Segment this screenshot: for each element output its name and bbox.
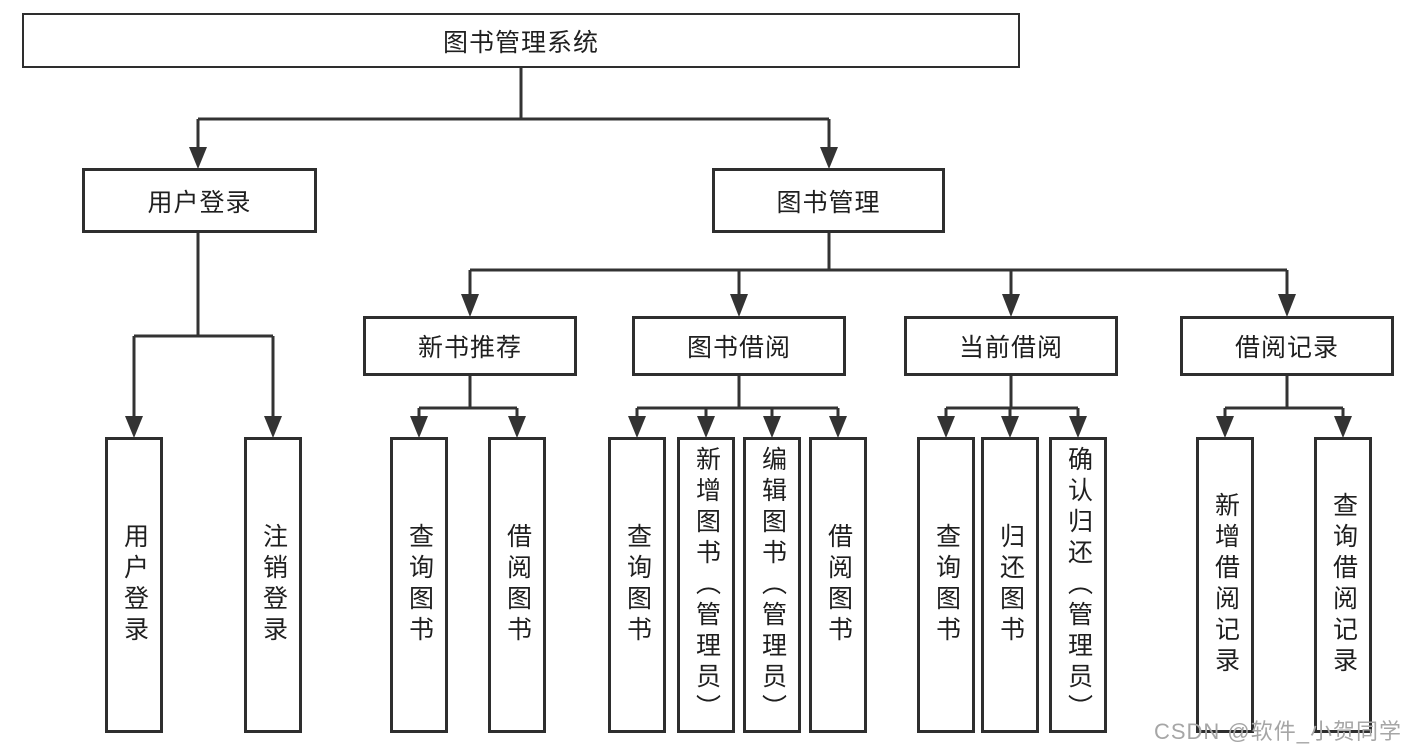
node-label: 归还图书: [996, 523, 1024, 647]
leaf-borrow-books: 借阅图书: [809, 437, 867, 733]
leaf-query-borrow-record: 查询借阅记录: [1314, 437, 1372, 733]
arrow-icon: [189, 147, 207, 169]
node-book-borrowing: 图书借阅: [632, 316, 846, 376]
node-label: 注销登录: [259, 523, 287, 647]
arrow-icon: [1216, 416, 1234, 438]
leaf-user-login: 用户登录: [105, 437, 163, 733]
arrow-icon: [125, 416, 143, 438]
connector-root-to-level2: [196, 68, 831, 149]
arrow-icon: [1278, 294, 1296, 317]
arrow-icon: [264, 416, 282, 438]
node-label: 新书推荐: [417, 334, 522, 362]
arrow-icon: [628, 416, 646, 438]
node-label: 新增图书（管理员）: [692, 445, 720, 725]
connector-borrowing-records-children: [1223, 376, 1345, 418]
leaf-return-books: 归还图书: [981, 437, 1039, 733]
node-label: 确认归还（管理员）: [1064, 445, 1092, 725]
node-label: 当前借阅: [958, 334, 1063, 362]
connector-current-borrowing-children: [944, 376, 1080, 418]
leaf-add-books-admin: 新增图书（管理员）: [677, 437, 735, 733]
arrow-icon: [697, 416, 715, 438]
arrow-icon: [1069, 416, 1087, 438]
arrow-icon: [829, 416, 847, 438]
node-label: 借阅记录: [1234, 334, 1339, 362]
connector-user-login-children: [132, 233, 275, 418]
node-label: 查询图书: [405, 523, 433, 647]
arrowheads: [125, 147, 1352, 438]
node-label: 图书管理: [776, 188, 881, 217]
node-current-borrowing: 当前借阅: [904, 316, 1118, 376]
node-label: 借阅图书: [503, 523, 531, 647]
leaf-add-borrow-record: 新增借阅记录: [1196, 437, 1254, 733]
node-library-management-system: 图书管理系统: [22, 13, 1020, 68]
arrow-icon: [461, 294, 479, 317]
node-user-login: 用户登录: [82, 168, 317, 233]
arrow-icon: [820, 147, 838, 169]
node-label: 查询图书: [623, 523, 651, 647]
watermark: CSDN @软件_小贺同学: [1153, 719, 1402, 744]
arrow-icon: [730, 294, 748, 317]
arrow-icon: [1002, 294, 1020, 317]
arrow-icon: [1334, 416, 1352, 438]
leaf-edit-books-admin: 编辑图书（管理员）: [743, 437, 801, 733]
node-borrowing-records: 借阅记录: [1180, 316, 1394, 376]
leaf-logout: 注销登录: [244, 437, 302, 733]
leaf-query-books-recommend: 查询图书: [390, 437, 448, 733]
leaf-query-books-borrowing: 查询图书: [608, 437, 666, 733]
node-label: 图书管理系统: [442, 28, 599, 57]
connector-book-management-children: [468, 233, 1289, 296]
node-label: 借阅图书: [824, 523, 852, 647]
node-label: 用户登录: [120, 523, 148, 647]
node-label: 编辑图书（管理员）: [758, 445, 786, 725]
node-label: 用户登录: [147, 188, 252, 217]
arrow-icon: [937, 416, 955, 438]
arrow-icon: [1001, 416, 1019, 438]
leaf-confirm-return-admin: 确认归还（管理员）: [1049, 437, 1107, 733]
node-label: 新增借阅记录: [1211, 492, 1239, 678]
leaf-query-books-current: 查询图书: [917, 437, 975, 733]
connector-book-borrowing-children: [635, 376, 840, 418]
leaf-borrow-books-recommend: 借阅图书: [488, 437, 546, 733]
arrow-icon: [508, 416, 526, 438]
node-label: 查询图书: [932, 523, 960, 647]
node-label: 查询借阅记录: [1329, 492, 1357, 678]
arrow-icon: [763, 416, 781, 438]
node-book-management: 图书管理: [712, 168, 945, 233]
connector-new-book-children: [417, 376, 519, 418]
node-new-book-recommendation: 新书推荐: [363, 316, 577, 376]
node-label: 图书借阅: [686, 334, 791, 362]
arrow-icon: [410, 416, 428, 438]
